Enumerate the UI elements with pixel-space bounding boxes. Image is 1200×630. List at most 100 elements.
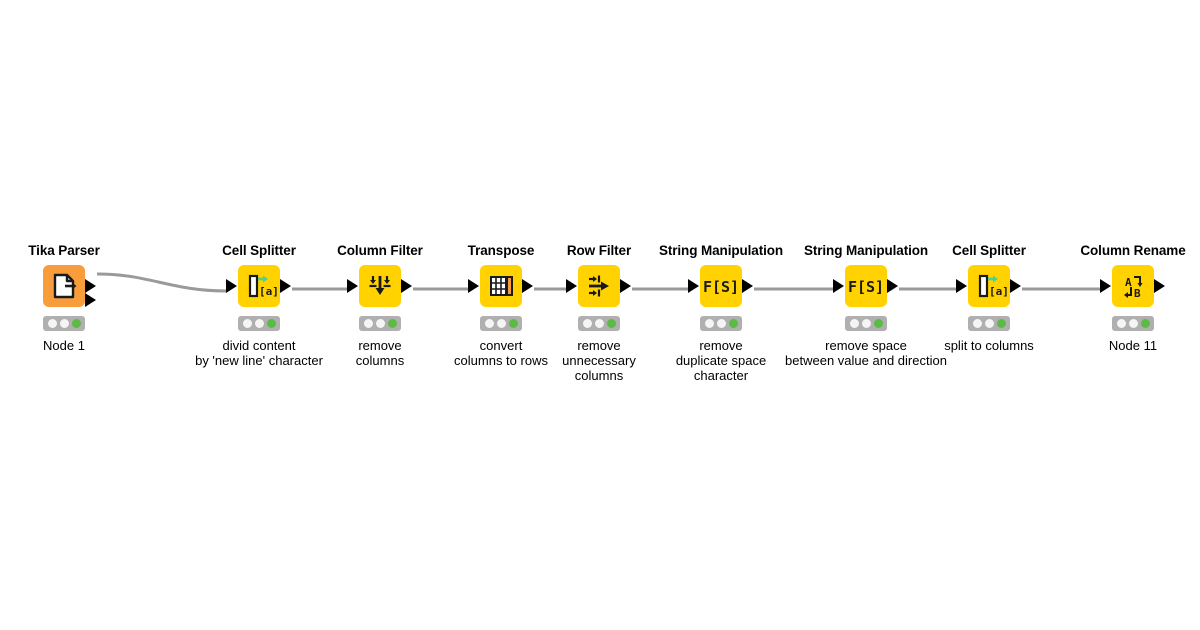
node-body[interactable]: F[S] (621, 265, 821, 311)
status-bar (359, 316, 401, 331)
node-title: Cell Splitter (952, 243, 1026, 258)
column-filter-icon[interactable] (359, 265, 401, 307)
output-port[interactable] (887, 279, 898, 293)
output-port-1[interactable] (85, 279, 96, 293)
output-port[interactable] (742, 279, 753, 293)
status-led-idle-1 (704, 319, 714, 328)
node-body[interactable]: [a] (889, 265, 1089, 311)
status-led-executed (508, 319, 518, 328)
node-label: remove columns (355, 338, 405, 368)
node-body[interactable] (0, 265, 134, 311)
workflow-node-string-manipulation-2[interactable]: String Manipulation F[S] remove space be… (751, 243, 981, 368)
workflow-node-cell-splitter-1[interactable]: Cell Splitter [a] divid content by 'new … (159, 243, 359, 368)
output-port[interactable] (401, 279, 412, 293)
node-body[interactable] (310, 265, 450, 311)
node-body[interactable]: F[S] (751, 265, 981, 311)
input-port[interactable] (1100, 279, 1111, 293)
output-port-2[interactable] (85, 293, 96, 307)
string-manipulation-icon[interactable]: F[S] (700, 265, 742, 307)
node-label: divid content by 'new line' character (195, 338, 323, 368)
status-led-idle-2 (496, 319, 506, 328)
status-bar (480, 316, 522, 331)
status-led-idle-1 (363, 319, 373, 328)
status-led-idle-1 (484, 319, 494, 328)
node-title: Cell Splitter (222, 243, 296, 258)
status-led-executed (606, 319, 616, 328)
node-label: remove unnecessary columns (562, 338, 636, 383)
node-title: Transpose (467, 243, 535, 258)
input-port[interactable] (566, 279, 577, 293)
node-body[interactable] (529, 265, 669, 311)
node-body[interactable] (401, 265, 601, 311)
node-title: Column Filter (337, 243, 423, 258)
tika-parser-icon[interactable] (43, 265, 85, 307)
status-led-executed (728, 319, 738, 328)
input-port[interactable] (833, 279, 844, 293)
node-label: Node 1 (43, 338, 85, 353)
status-led-idle-1 (242, 319, 252, 328)
output-port[interactable] (1010, 279, 1021, 293)
node-title: String Manipulation (803, 243, 929, 258)
output-port[interactable] (620, 279, 631, 293)
input-port[interactable] (468, 279, 479, 293)
status-bar (578, 316, 620, 331)
status-led-idle-2 (594, 319, 604, 328)
output-port[interactable] (522, 279, 533, 293)
svg-text:[a]: [a] (989, 285, 1009, 298)
svg-text:[a]: [a] (259, 285, 279, 298)
node-body[interactable]: [a] (159, 265, 359, 311)
string-manipulation-icon[interactable]: F[S] (845, 265, 887, 307)
status-led-idle-2 (861, 319, 871, 328)
node-label: remove duplicate space character (675, 338, 767, 383)
svg-text:F[S]: F[S] (703, 278, 739, 296)
workflow-node-string-manipulation-1[interactable]: String Manipulation F[S] remove duplicat… (621, 243, 821, 383)
node-title: Column Rename (1080, 243, 1186, 258)
node-title: Tika Parser (28, 243, 100, 258)
node-title: Row Filter (566, 243, 632, 258)
status-led-idle-1 (1116, 319, 1126, 328)
status-led-idle-2 (984, 319, 994, 328)
workflow-node-column-rename[interactable]: Column Rename A B Node 11 (1033, 243, 1200, 353)
status-led-executed (1140, 319, 1150, 328)
cell-splitter-icon[interactable]: [a] (238, 265, 280, 307)
workflow-node-transpose[interactable]: Transpose convert columns to rows (401, 243, 601, 368)
status-bar (43, 316, 85, 331)
status-led-idle-1 (849, 319, 859, 328)
svg-text:B: B (1134, 287, 1141, 300)
status-led-idle-1 (47, 319, 57, 328)
node-body[interactable]: A B (1033, 265, 1200, 311)
output-port[interactable] (280, 279, 291, 293)
cell-splitter-icon[interactable]: [a] (968, 265, 1010, 307)
input-port[interactable] (226, 279, 237, 293)
status-led-idle-1 (972, 319, 982, 328)
input-port[interactable] (956, 279, 967, 293)
workflow-node-column-filter[interactable]: Column Filter remove (310, 243, 450, 368)
status-led-idle-2 (254, 319, 264, 328)
svg-text:F[S]: F[S] (848, 278, 884, 296)
status-led-idle-2 (716, 319, 726, 328)
input-port[interactable] (688, 279, 699, 293)
column-rename-icon[interactable]: A B (1112, 265, 1154, 307)
status-led-executed (71, 319, 81, 328)
node-label: remove space between value and direction (785, 338, 947, 368)
status-led-executed (387, 319, 397, 328)
node-label: convert columns to rows (454, 338, 548, 368)
row-filter-icon[interactable] (578, 265, 620, 307)
status-bar (238, 316, 280, 331)
status-bar (845, 316, 887, 331)
workflow-node-tika-parser[interactable]: Tika Parser Node 1 (0, 243, 134, 353)
transpose-icon[interactable] (480, 265, 522, 307)
workflow-node-row-filter[interactable]: Row Filter remove unn (529, 243, 669, 383)
status-led-executed (996, 319, 1006, 328)
input-port[interactable] (347, 279, 358, 293)
node-label: split to columns (944, 338, 1034, 353)
status-led-idle-2 (1128, 319, 1138, 328)
svg-text:A: A (1125, 276, 1132, 289)
node-label: Node 11 (1108, 338, 1158, 353)
node-title: String Manipulation (658, 243, 784, 258)
status-led-idle-2 (59, 319, 69, 328)
output-port[interactable] (1154, 279, 1165, 293)
status-bar (1112, 316, 1154, 331)
workflow-node-cell-splitter-2[interactable]: Cell Splitter [a] split to columns (889, 243, 1089, 353)
